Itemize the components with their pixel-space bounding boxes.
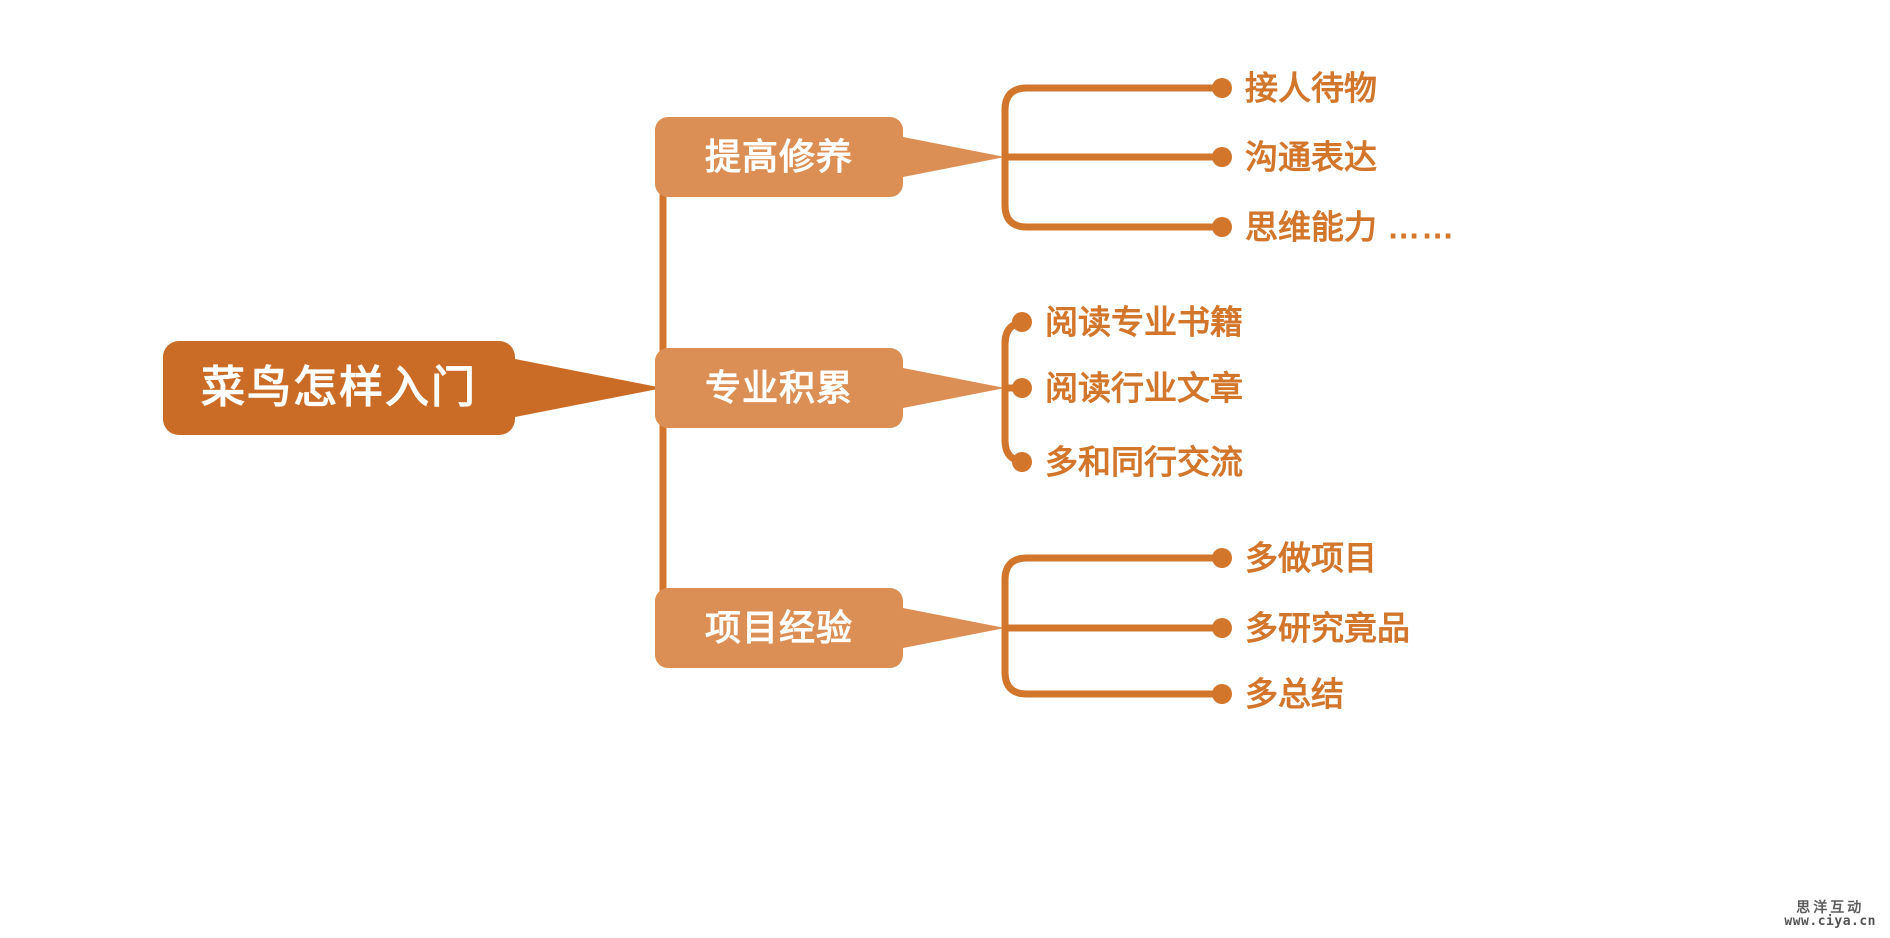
root-tail-arrow <box>515 359 663 417</box>
leaf-label-3-2[interactable]: 多研究竟品 <box>1245 612 1410 645</box>
branch-3-leaf-3-line <box>1001 624 1222 698</box>
branch-3-tail-arrow <box>903 608 1005 648</box>
branch-node-2[interactable]: 专业积累 <box>655 348 903 428</box>
root-node[interactable]: 菜鸟怎样入门 <box>163 341 515 435</box>
branch-1-leaf-3-line <box>1001 153 1222 231</box>
leaf-text-2-1: 阅读专业书籍 <box>1045 303 1243 341</box>
branch-3-leaf-3-dot <box>1212 684 1232 704</box>
root-node-label: 菜鸟怎样入门 <box>201 363 477 412</box>
branch-1-leaf-2-dot <box>1212 147 1232 167</box>
branch-node-1-label: 提高修养 <box>704 136 853 177</box>
leaf-text-2-2: 阅读行业文章 <box>1045 369 1243 407</box>
leaf-label-2-1[interactable]: 阅读专业书籍 <box>1045 306 1243 339</box>
branch-2-tail-arrow <box>903 368 1005 408</box>
branch-2-leaf-2-dot <box>1012 378 1032 398</box>
branch-2-leaf-1-dot <box>1012 312 1032 332</box>
leaf-label-3-3[interactable]: 多总结 <box>1245 678 1344 711</box>
branch-1-tail-arrow <box>903 137 1005 177</box>
leaf-text-3-3: 多总结 <box>1245 675 1344 713</box>
leaf-label-2-3[interactable]: 多和同行交流 <box>1045 446 1243 479</box>
leaf-text-3-2: 多研究竟品 <box>1245 609 1410 647</box>
branch-2-leaf-1-line-b <box>1001 318 1031 392</box>
branch-node-2-label: 专业积累 <box>704 367 853 408</box>
watermark: 思洋互动 www.ciya.cn <box>1784 899 1876 930</box>
branch-2-leaf-3-line <box>1001 384 1031 466</box>
leaf-label-1-1[interactable]: 接人待物 <box>1245 72 1377 105</box>
branch-3-leaf-2-dot <box>1212 618 1232 638</box>
leaf-text-1-1: 接人待物 <box>1245 69 1377 107</box>
leaf-text-1-2: 沟通表达 <box>1245 138 1377 176</box>
branch-2-leaf-3-dot <box>1012 452 1032 472</box>
leaf-label-1-3[interactable]: 思维能力 …… <box>1245 211 1455 244</box>
leaf-text-2-3: 多和同行交流 <box>1045 443 1243 481</box>
watermark-url: www.ciya.cn <box>1784 914 1876 930</box>
leaf-ellipsis-1-3: …… <box>1377 208 1456 246</box>
leaf-label-2-2[interactable]: 阅读行业文章 <box>1045 372 1243 405</box>
branch-node-3-label: 项目经验 <box>704 607 853 648</box>
branch-3-leaf-1-dot <box>1212 548 1232 568</box>
leaf-label-1-2[interactable]: 沟通表达 <box>1245 141 1377 174</box>
branch-2-leaf-1-line <box>1001 318 1031 392</box>
leaf-text-3-1: 多做项目 <box>1245 539 1377 577</box>
branch-1-leaf-1-line <box>1001 84 1222 161</box>
branch-1-leaf-3-dot <box>1212 217 1232 237</box>
leaf-label-3-1[interactable]: 多做项目 <box>1245 542 1377 575</box>
branch-node-1[interactable]: 提高修养 <box>655 117 903 197</box>
leaf-text-1-3: 思维能力 <box>1245 208 1377 246</box>
branch-3-leaf-1-line <box>1001 554 1222 632</box>
branch-node-3[interactable]: 项目经验 <box>655 588 903 668</box>
branch-1-leaf-1-dot <box>1212 78 1232 98</box>
watermark-name: 思洋互动 <box>1796 898 1865 915</box>
